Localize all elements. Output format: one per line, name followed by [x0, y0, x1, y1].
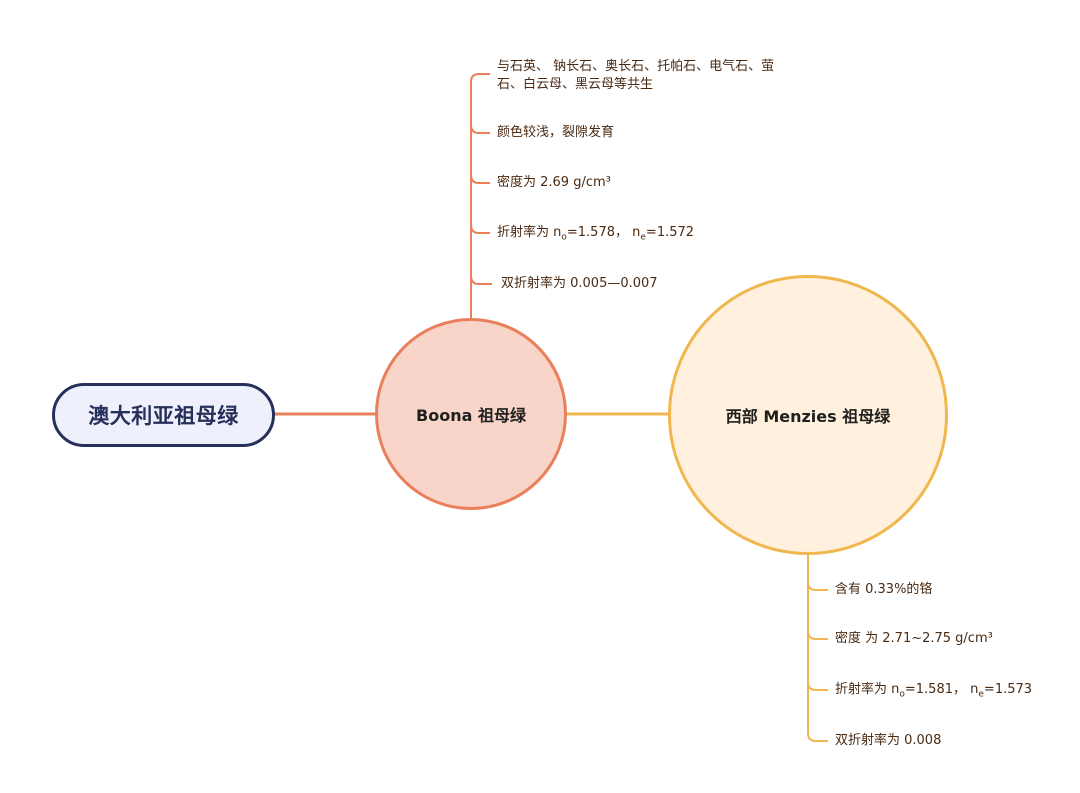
menzies-detail-birefringence[interactable]: 双折射率为 0.008 [835, 732, 941, 750]
detail-text: 折射率为 n [497, 225, 562, 240]
detail-text: 密度 为 2.71~2.75 g/cm³ [835, 631, 993, 646]
detail-subscript: o [561, 232, 567, 243]
detail-subscript: e [640, 232, 646, 243]
boona-detail-branch [470, 174, 490, 184]
detail-text: 与石英、 钠长石、奥长石、托帕石、电气石、萤石、白云母、黑云母等共生 [497, 59, 775, 92]
boona-detail-branch [470, 275, 492, 285]
detail-text: 含有 0.33%的铬 [835, 582, 933, 597]
boona-detail-density[interactable]: 密度为 2.69 g/cm³ [497, 174, 611, 192]
menzies-detail-branch [807, 681, 828, 691]
detail-text: 双折射率为 0.008 [835, 733, 942, 748]
boona-detail-birefringence[interactable]: 双折射率为 0.005—0.007 [501, 275, 658, 293]
detail-text: 密度为 2.69 g/cm³ [497, 175, 611, 190]
detail-text: =1.578， n [566, 225, 641, 240]
boona-detail-color[interactable]: 颜色较浅，裂隙发育 [497, 124, 614, 142]
menzies-topic-label: 西部 Menzies 祖母绿 [725, 407, 891, 426]
detail-text: 折射率为 n [835, 682, 900, 697]
menzies-detail-branch [807, 630, 828, 640]
boona-detail-refractive-index[interactable]: 折射率为 no=1.578， ne=1.572 [497, 224, 694, 242]
menzies-detail-refractive-index[interactable]: 折射率为 no=1.581， ne=1.573 [835, 681, 1032, 699]
detail-subscript: o [899, 689, 905, 700]
detail-text: 双折射率为 0.005—0.007 [501, 276, 658, 291]
menzies-detail-chromium[interactable]: 含有 0.33%的铬 [835, 581, 932, 599]
menzies-topic[interactable]: 西部 Menzies 祖母绿 [668, 275, 948, 555]
menzies-detail-trunk [807, 555, 828, 742]
detail-text: =1.572 [645, 225, 695, 240]
boona-detail-coexisting-minerals[interactable]: 与石英、 钠长石、奥长石、托帕石、电气石、萤石、白云母、黑云母等共生 [497, 58, 797, 94]
detail-text: =1.573 [983, 682, 1033, 697]
root-topic-label: 澳大利亚祖母绿 [88, 404, 239, 428]
boona-detail-branch [470, 224, 490, 234]
detail-text: =1.581， n [904, 682, 979, 697]
menzies-detail-density[interactable]: 密度 为 2.71~2.75 g/cm³ [835, 630, 993, 648]
boona-topic-label: Boona 祖母绿 [416, 406, 526, 425]
boona-detail-branch [470, 124, 490, 134]
root-topic[interactable]: 澳大利亚祖母绿 [52, 383, 275, 447]
detail-text: 颜色较浅，裂隙发育 [497, 125, 615, 140]
boona-topic[interactable]: Boona 祖母绿 [375, 318, 567, 510]
detail-subscript: e [978, 689, 984, 700]
boona-detail-trunk [470, 73, 490, 318]
menzies-detail-branch [807, 581, 828, 591]
